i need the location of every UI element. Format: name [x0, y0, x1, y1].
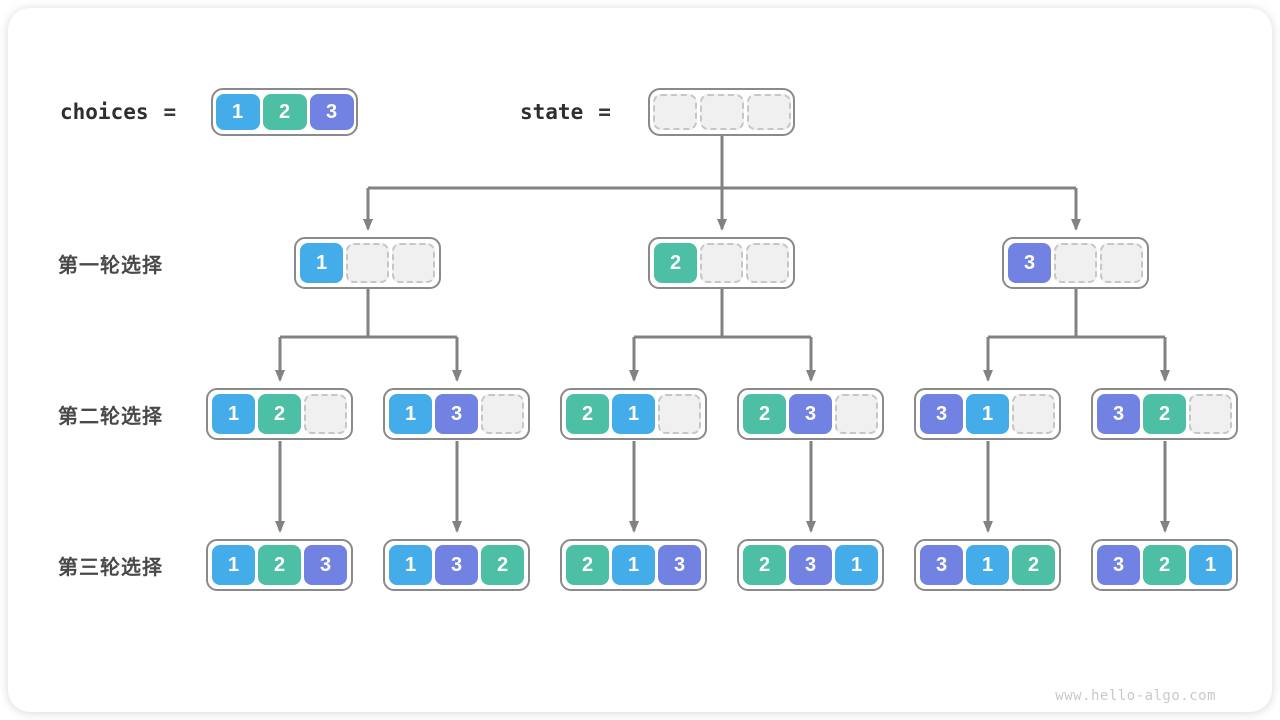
value-cell: 1: [215, 94, 260, 130]
value-cell: 1: [966, 545, 1009, 585]
state-array-box: [648, 88, 795, 136]
value-cell: 1: [612, 394, 655, 434]
value-cell: 3: [1097, 394, 1140, 434]
value-cell: 2: [654, 243, 697, 283]
value-cell: 1: [966, 394, 1009, 434]
empty-cell: [346, 243, 389, 283]
watermark: www.hello-algo.com: [1055, 688, 1216, 704]
round-3-label: 第三轮选择: [58, 556, 163, 579]
value-cell: 3: [920, 394, 963, 434]
choices-equals-sign: =: [163, 99, 177, 124]
value-cell: 2: [258, 394, 301, 434]
value-cell: 2: [481, 545, 524, 585]
empty-cell: [700, 243, 743, 283]
state-label: state =: [520, 88, 611, 135]
empty-cell: [392, 243, 435, 283]
value-cell: 2: [1012, 545, 1055, 585]
empty-cell: [1012, 394, 1055, 434]
value-cell: 2: [258, 545, 301, 585]
tree-edges: [275, 135, 1170, 533]
value-cell: 1: [1189, 545, 1232, 585]
round-2-label: 第二轮选择: [58, 405, 163, 428]
value-cell: 1: [212, 394, 255, 434]
value-cell: 2: [743, 394, 786, 434]
state-equals-sign: =: [598, 99, 611, 124]
state-label-text: state: [520, 99, 584, 124]
value-cell: 3: [658, 545, 701, 585]
state-box-1: 1: [294, 237, 441, 289]
value-cell: 2: [743, 545, 786, 585]
empty-cell: [746, 94, 791, 130]
value-cell: 3: [920, 545, 963, 585]
value-cell: 3: [435, 545, 478, 585]
empty-cell: [1100, 243, 1143, 283]
value-cell: 1: [212, 545, 255, 585]
value-cell: 2: [566, 545, 609, 585]
value-cell: 1: [389, 394, 432, 434]
empty-cell: [699, 94, 744, 130]
value-cell: 3: [304, 545, 347, 585]
value-cell: 2: [566, 394, 609, 434]
value-cell: 2: [1143, 545, 1186, 585]
value-cell: 3: [309, 94, 354, 130]
state-box-2: 2: [648, 237, 795, 289]
empty-cell: [481, 394, 524, 434]
empty-cell: [746, 243, 789, 283]
value-cell: 2: [262, 94, 307, 130]
value-cell: 2: [1143, 394, 1186, 434]
value-cell: 1: [835, 545, 878, 585]
value-cell: 3: [789, 394, 832, 434]
value-cell: 3: [435, 394, 478, 434]
value-cell: 1: [300, 243, 343, 283]
choices-label: choices =: [60, 88, 176, 135]
empty-cell: [304, 394, 347, 434]
empty-cell: [658, 394, 701, 434]
value-cell: 3: [789, 545, 832, 585]
value-cell: 3: [1008, 243, 1051, 283]
empty-cell: [835, 394, 878, 434]
empty-cell: [1054, 243, 1097, 283]
empty-cell: [652, 94, 697, 130]
state-box-3: 3: [1002, 237, 1149, 289]
value-cell: 3: [1097, 545, 1140, 585]
value-cell: 1: [389, 545, 432, 585]
choices-label-text: choices: [60, 99, 149, 124]
empty-cell: [1189, 394, 1232, 434]
value-cell: 1: [612, 545, 655, 585]
round-1-label: 第一轮选择: [58, 254, 163, 277]
